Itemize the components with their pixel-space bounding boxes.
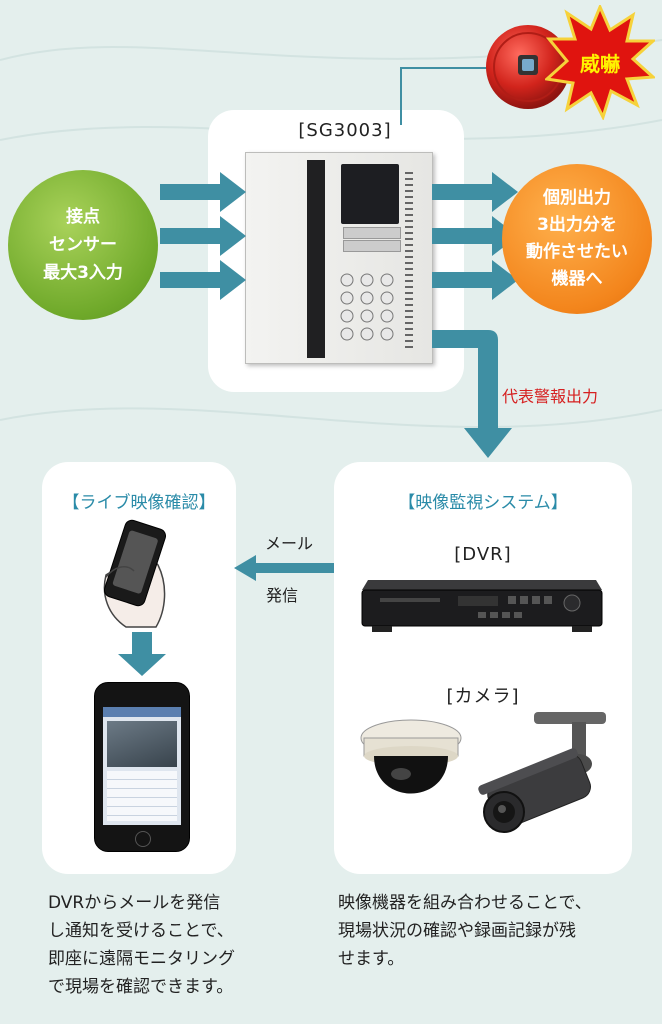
device-body xyxy=(245,152,433,364)
device-label: [SG3003] xyxy=(298,120,392,141)
mail-label: メール xyxy=(265,534,314,553)
alarm-output-label: 代表警報出力 xyxy=(502,387,599,406)
output-line-2: 3出力分を xyxy=(537,215,617,235)
phone-home-button xyxy=(135,831,151,847)
bullet-camera-icon xyxy=(478,712,606,833)
hand-icon xyxy=(103,519,167,628)
device-slot-1 xyxy=(343,227,401,239)
phone-list xyxy=(107,771,177,821)
input-arrow-1 xyxy=(160,172,246,212)
input-arrow-3 xyxy=(160,260,246,300)
sensor-line-3: 最大3入力 xyxy=(43,263,123,283)
output-line-1: 個別出力 xyxy=(543,188,611,208)
device-display xyxy=(341,164,399,224)
live-view-title: 【ライブ映像確認】 xyxy=(62,493,216,513)
sensor-line-2: センサー xyxy=(49,235,117,255)
output-arrow-3 xyxy=(432,260,518,300)
caption-left-line-1: DVRからメールを発信 xyxy=(48,893,221,913)
camera-label: [カメラ] xyxy=(446,686,520,707)
caption-left-line-4: で現場を確認できます。 xyxy=(48,977,234,997)
output-line-3: 動作させたい xyxy=(526,242,628,262)
smartphone-icon xyxy=(94,682,190,852)
caption-left-line-2: し通知を受けることで、 xyxy=(48,921,234,941)
caption-left: DVRからメールを発信 し通知を受けることで、 即座に遠隔モニタリング で現場を… xyxy=(48,889,235,1001)
input-arrows xyxy=(160,172,246,300)
phone-screen xyxy=(103,707,181,825)
sensor-input-circle: 接点 センサー 最大3入力 xyxy=(8,170,158,320)
dome-camera-icon xyxy=(360,719,462,794)
device-side-strip xyxy=(307,160,325,358)
output-line-4: 機器へ xyxy=(551,269,603,289)
device-slot-2 xyxy=(343,240,401,252)
starburst-icon xyxy=(545,5,655,120)
down-arrow-icon xyxy=(118,632,166,676)
caption-right-line-2: 現場状況の確認や録画記録が残 xyxy=(338,921,576,941)
dvr-icon xyxy=(361,580,603,632)
sg3003-device xyxy=(245,152,433,364)
bell-connector-line xyxy=(400,67,495,125)
mail-arrow xyxy=(234,555,336,581)
output-arrows xyxy=(432,172,518,300)
surveillance-title: 【映像監視システム】 xyxy=(398,493,568,513)
caption-right-line-1: 映像機器を組み合わせることで、 xyxy=(338,893,592,913)
surveillance-panel xyxy=(334,462,632,874)
output-arrow-1 xyxy=(432,172,518,212)
output-arrow-2 xyxy=(432,216,518,256)
bell-icon xyxy=(486,25,570,109)
caption-right-line-3: せます。 xyxy=(338,949,405,969)
device-vent xyxy=(405,172,413,352)
caption-right: 映像機器を組み合わせることで、 現場状況の確認や録画記録が残 せます。 xyxy=(338,889,592,973)
output-devices-circle: 個別出力 3出力分を 動作させたい 機器へ xyxy=(502,164,652,314)
sensor-line-1: 接点 xyxy=(66,207,100,227)
phone-screen-header xyxy=(103,707,181,717)
alarm-label: 威嚇 xyxy=(580,52,620,76)
device-keypad xyxy=(340,273,394,341)
send-label: 発信 xyxy=(266,586,299,605)
input-arrow-2 xyxy=(160,216,246,256)
phone-video-view xyxy=(107,721,177,767)
dvr-label: [DVR] xyxy=(454,544,512,565)
caption-left-line-3: 即座に遠隔モニタリング xyxy=(48,949,235,969)
alarm-output-arrow xyxy=(432,330,512,458)
